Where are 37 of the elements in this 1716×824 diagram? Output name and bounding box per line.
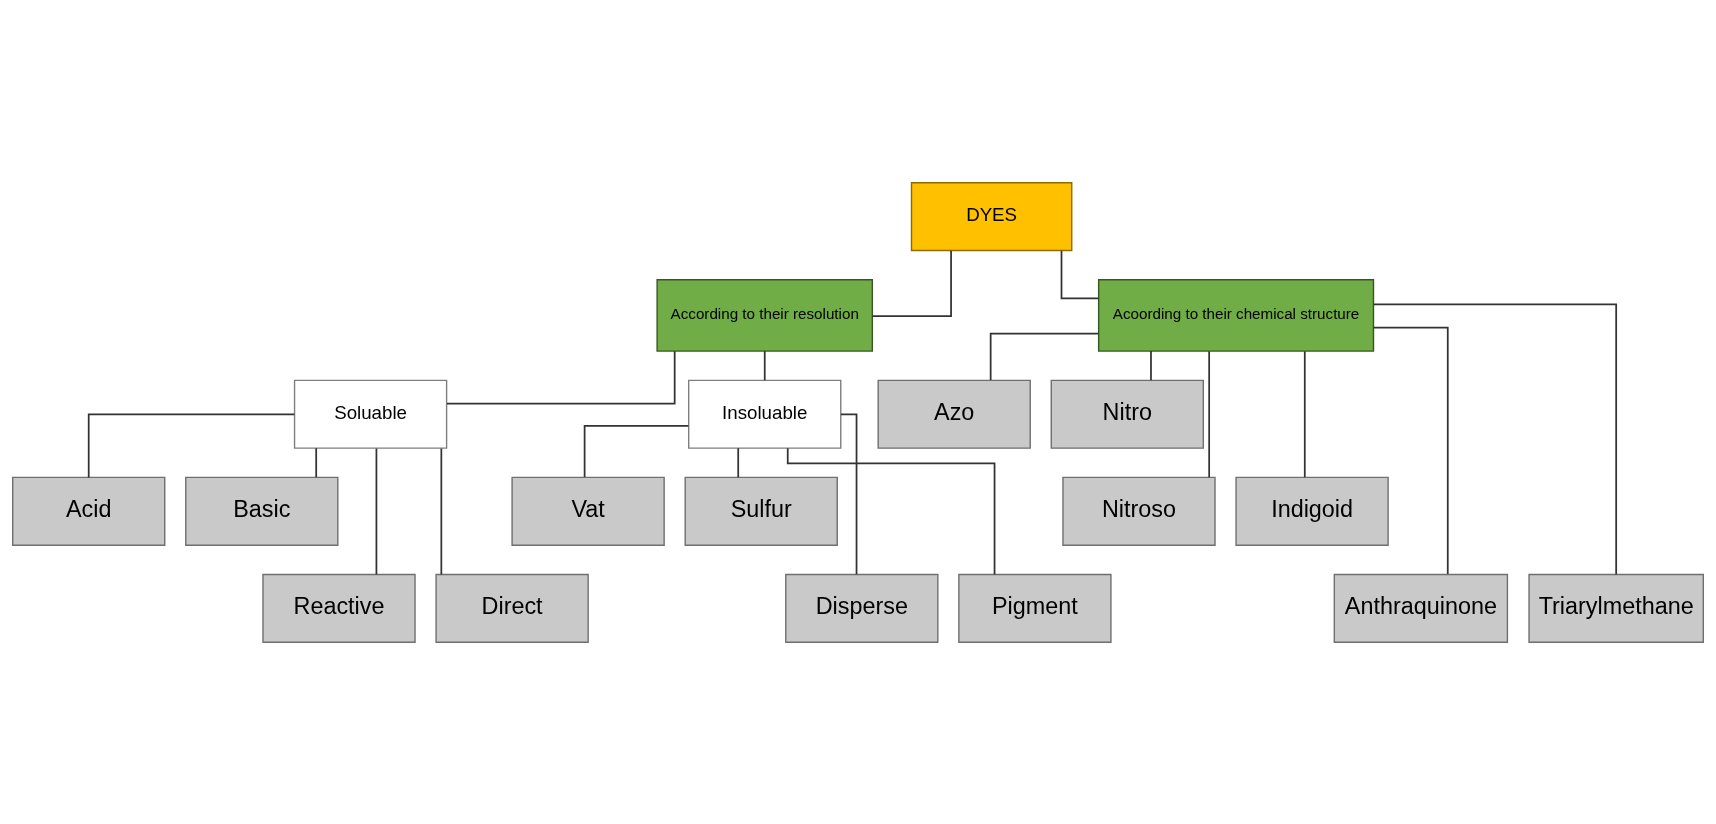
node-box: Anthraquinone <box>1333 573 1509 643</box>
connector <box>1208 349 1211 478</box>
node-box: DYES <box>910 181 1073 251</box>
connector <box>786 447 996 575</box>
node-box: Basic <box>185 476 339 546</box>
connector <box>440 447 443 575</box>
node-box: Reactive <box>262 573 416 643</box>
node-box: Acoording to their chemical structure <box>1097 278 1375 352</box>
node-box: Indigoid <box>1235 476 1389 546</box>
node-box: According to their resolution <box>656 278 874 352</box>
connector <box>583 424 690 478</box>
node-box: Sulfur <box>684 476 838 546</box>
connector <box>87 412 296 478</box>
connector <box>446 349 676 405</box>
connector <box>1150 349 1152 381</box>
node-box: Nitroso <box>1062 476 1216 546</box>
connector <box>989 332 1100 381</box>
node-box: Soluable <box>293 379 448 449</box>
connector <box>763 349 766 381</box>
connector <box>1372 302 1618 575</box>
connector <box>840 412 858 575</box>
node-box: Pigment <box>958 573 1112 643</box>
node-box: Vat <box>511 476 665 546</box>
node-box: Insoluable <box>688 379 842 449</box>
node-box: Nitro <box>1050 379 1204 449</box>
connector <box>375 447 378 575</box>
node-box: Disperse <box>785 573 939 643</box>
node-box: Acid <box>12 476 166 546</box>
node-box: Direct <box>435 573 589 643</box>
connector <box>737 446 740 478</box>
node-box: Triarylmethane <box>1528 573 1704 643</box>
connector <box>315 446 318 478</box>
node-box: Azo <box>877 379 1031 449</box>
connector <box>1060 249 1100 299</box>
connector <box>871 249 952 317</box>
connector <box>1372 326 1449 575</box>
connector <box>1303 349 1306 478</box>
